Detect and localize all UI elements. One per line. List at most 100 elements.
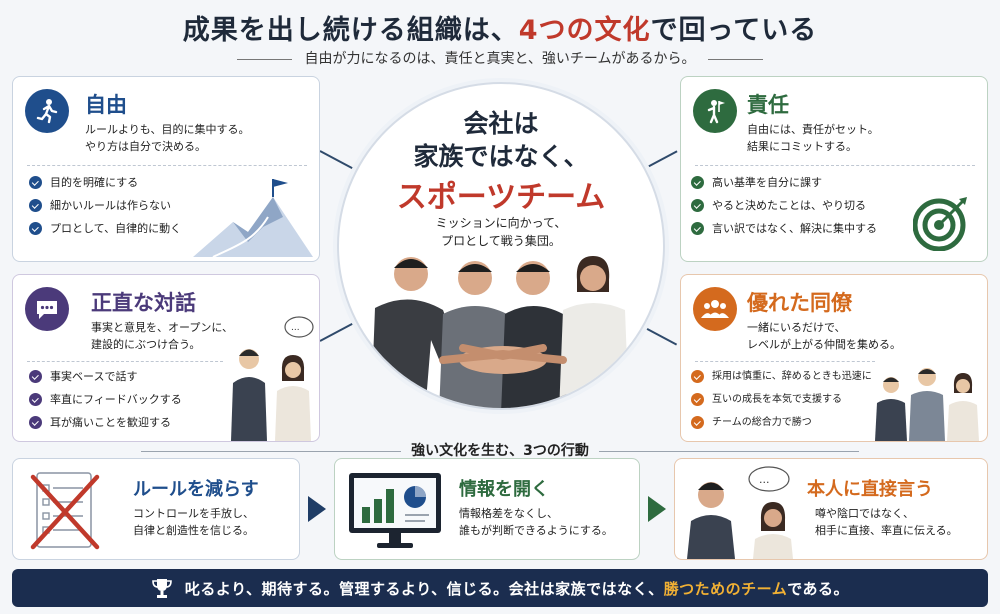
check-icon [691, 370, 704, 383]
title-part2: で回っている [650, 15, 818, 46]
center-subtext-line1: ミッションに向かって、 [435, 216, 567, 230]
list-item: プロとして、自律的に動く [29, 217, 181, 240]
card-responsibility-title: 責任 [747, 93, 789, 117]
card-colleagues-desc: 一緒にいるだけで、 レベルが上がる仲間を集める。 [747, 319, 901, 353]
action-reduce-rules: ルールを減らす コントロールを手放し、 自律と創造性を信じる。 [12, 458, 300, 560]
action-direct-desc-line1: 噂や陰口ではなく、 [815, 507, 914, 520]
card-responsibility-desc: 自由には、責任がセット。 結果にコミットする。 [747, 121, 879, 155]
subtitle-text: 自由が力になるのは、責任と真実と、強いチームがあるから。 [304, 51, 696, 67]
check-icon [691, 416, 704, 429]
monitor-chart-icon [349, 473, 441, 548]
footer-banner: 叱るより、期待する。管理するより、信じる。会社は家族ではなく、勝つためのチームで… [12, 569, 988, 607]
mountain-flag-icon [193, 179, 313, 257]
footer-text-part1: 叱るより、期待する。管理するより、信じる。会社は家族ではなく、 [184, 579, 664, 598]
action-open-title: 情報を開く [459, 479, 549, 500]
card-dialogue-desc-line2: 建設的にぶつけ合う。 [91, 338, 201, 351]
check-icon [691, 222, 704, 235]
svg-text:...: ... [291, 323, 300, 333]
check-icon [29, 370, 42, 383]
action-open-info: 情報を開く 情報格差をなくし、 誰もが判断できるようにする。 [334, 458, 640, 560]
title-accent: 4つの文化 [518, 15, 651, 46]
card-freedom: 自由 ルールよりも、目的に集中する。 やり方は自分で決める。 目的を明確にする … [12, 76, 320, 262]
card-dialogue-desc: 事実と意見を、オープンに、 建設的にぶつけ合う。 [91, 319, 233, 353]
card-freedom-divider [27, 165, 307, 166]
check-icon [29, 416, 42, 429]
card-colleagues-list: 採用は慎重に、辞めるときも迅速に 互いの成長を本気で支援する チームの総合力で勝… [691, 365, 872, 434]
check-icon [29, 176, 42, 189]
card-dialogue-divider [27, 361, 223, 362]
footer-text-gold: 勝つためのチーム [663, 579, 788, 598]
trophy-icon [152, 579, 172, 598]
action-open-desc: 情報格差をなくし、 誰もが判断できるようにする。 [459, 505, 613, 539]
list-item: 耳が痛いことを歓迎する [29, 411, 182, 434]
card-responsibility: 責任 自由には、責任がセット。 結果にコミットする。 高い基準を自分に課す やる… [680, 76, 988, 262]
card-colleagues-desc-line1: 一緒にいるだけで、 [747, 321, 846, 334]
card-responsibility-desc-line1: 自由には、責任がセット。 [747, 123, 879, 136]
footer-text-part2: である。 [787, 579, 850, 598]
list-item: 採用は慎重に、辞めるときも迅速に [691, 365, 872, 388]
list-item: チームの総合力で勝つ [691, 411, 872, 434]
card-responsibility-desc-line2: 結果にコミットする。 [747, 140, 857, 153]
card-freedom-desc: ルールよりも、目的に集中する。 やり方は自分で決める。 [85, 121, 249, 155]
action-reduce-desc-line2: 自律と創造性を信じる。 [133, 524, 254, 537]
card-responsibility-list: 高い基準を自分に課す やると決めたことは、やり切る 言い訳ではなく、解決に集中す… [691, 171, 877, 240]
check-icon [29, 393, 42, 406]
runner-icon [25, 89, 69, 133]
subtitle-rule-left [237, 58, 293, 60]
three-colleagues-illustration [875, 368, 979, 441]
list-item: 高い基準を自分に課す [691, 171, 877, 194]
list-item: 率直にフィードバックする [29, 388, 182, 411]
check-icon [691, 176, 704, 189]
card-colleagues-desc-line2: レベルが上がる仲間を集める。 [747, 338, 901, 351]
list-item: 目的を明確にする [29, 171, 181, 194]
actions-rule-left [141, 450, 402, 452]
center-line1: 会社は [463, 109, 539, 138]
center-subtext-line2: プロとして戦う集団。 [441, 234, 561, 248]
page-subtitle: 自由が力になるのは、責任と真実と、強いチームがあるから。 [0, 48, 1000, 68]
card-freedom-desc-line2: やり方は自分で決める。 [85, 140, 206, 153]
arrow-right-icon [308, 496, 326, 522]
subtitle-rule-right [707, 58, 763, 60]
card-freedom-title: 自由 [85, 93, 127, 117]
card-dialogue: 正直な対話 事実と意見を、オープンに、 建設的にぶつけ合う。 事実ベースで話す … [12, 274, 320, 442]
action-reduce-desc: コントロールを手放し、 自律と創造性を信じる。 [133, 505, 254, 539]
action-direct-desc-line2: 相手に直接、率直に伝える。 [815, 524, 958, 537]
action-say-directly: ... 本人に直接言う 噂や陰口ではなく、 相手に直接、率直に伝える。 [674, 458, 988, 560]
list-item: 細かいルールは作らない [29, 194, 181, 217]
group-icon [693, 287, 737, 331]
target-icon [913, 197, 967, 251]
action-open-desc-line2: 誰もが判断できるようにする。 [459, 524, 613, 537]
crossed-document-icon [30, 472, 100, 550]
card-colleagues-title: 優れた同僚 [747, 291, 852, 315]
actions-rule-right [598, 450, 859, 452]
center-subtext: ミッションに向かって、 プロとして戦う集団。 [339, 214, 663, 250]
check-icon [691, 199, 704, 212]
action-reduce-desc-line1: コントロールを手放し、 [133, 507, 254, 520]
card-freedom-desc-line1: ルールよりも、目的に集中する。 [85, 123, 250, 136]
list-item: 言い訳ではなく、解決に集中する [691, 217, 877, 240]
card-colleagues-divider [695, 361, 875, 362]
actions-label-text: 強い文化を生む、3つの行動 [411, 443, 589, 459]
two-people-talking-illustration: ... [231, 316, 314, 441]
page-title: 成果を出し続ける組織は、4つの文化で回っている [0, 8, 1000, 47]
list-item: 事実ベースで話す [29, 365, 182, 388]
center-line2: 家族ではなく、 [413, 142, 589, 171]
title-part1: 成果を出し続ける組織は、 [182, 15, 519, 46]
list-item: やると決めたことは、やり切る [691, 194, 877, 217]
card-dialogue-title: 正直な対話 [91, 291, 196, 315]
check-icon [691, 393, 704, 406]
team-huddle-illustration [371, 256, 629, 408]
action-direct-title: 本人に直接言う [807, 479, 933, 500]
action-open-desc-line1: 情報格差をなくし、 [459, 507, 558, 520]
actions-section-label: 強い文化を生む、3つの行動 [0, 440, 1000, 460]
card-freedom-list: 目的を明確にする 細かいルールは作らない プロとして、自律的に動く [29, 171, 181, 240]
action-reduce-title: ルールを減らす [133, 479, 259, 500]
card-dialogue-desc-line1: 事実と意見を、オープンに、 [91, 321, 234, 334]
card-dialogue-list: 事実ベースで話す 率直にフィードバックする 耳が痛いことを歓迎する [29, 365, 182, 434]
center-line3: スポーツチーム [396, 180, 606, 215]
card-responsibility-divider [695, 165, 975, 166]
list-item: 互いの成長を本気で支援する [691, 388, 872, 411]
direct-talk-illustration: ... [687, 466, 793, 559]
arrow-right-icon [648, 496, 666, 522]
action-direct-desc: 噂や陰口ではなく、 相手に直接、率直に伝える。 [815, 505, 958, 539]
